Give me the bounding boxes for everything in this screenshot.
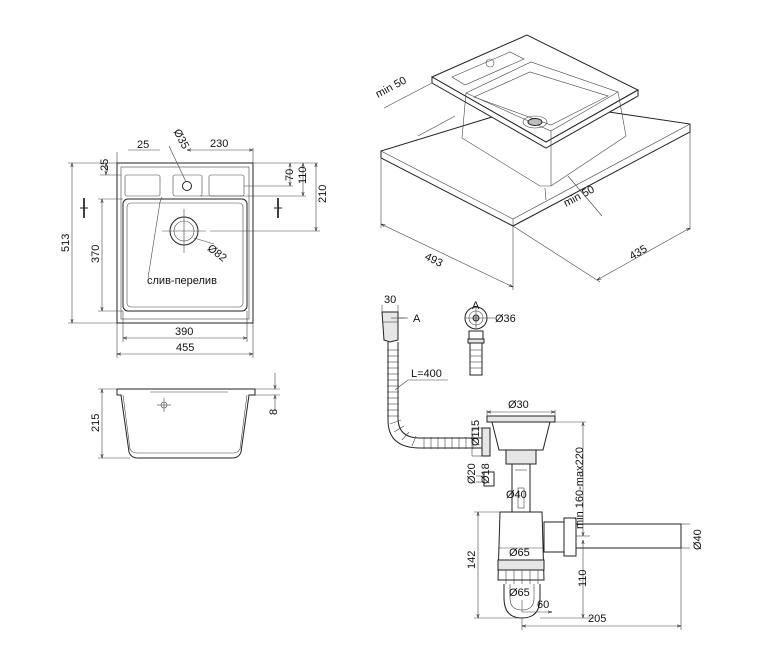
dim-205: 205 [588, 613, 606, 625]
dim-d20: Ø20 [466, 463, 478, 484]
dim-435: 435 [628, 243, 650, 263]
dim-455: 455 [176, 342, 194, 354]
sink-side-view: 215 8 [90, 373, 280, 459]
dim-d30: Ø30 [508, 399, 529, 411]
siphon-assembly: A 30 [381, 294, 704, 630]
detail-a-overflow: A Ø36 [464, 300, 516, 376]
dim-230: 230 [210, 138, 228, 150]
dim-370: 370 [90, 245, 102, 263]
tap-hole-icon [182, 181, 192, 191]
dim-70: 70 [284, 169, 296, 181]
dim-d40-inner: Ø40 [506, 489, 527, 501]
dim-d18: Ø18 [480, 463, 492, 484]
dim-d36: Ø36 [495, 313, 516, 325]
label-a: A [413, 313, 421, 325]
dim-8: 8 [268, 409, 280, 415]
dim-60: 60 [537, 599, 549, 611]
dim-d35: Ø35 [171, 127, 191, 151]
dim-30-top: 30 [384, 294, 396, 306]
dim-110: 110 [577, 569, 589, 587]
dim-210: 210 [317, 185, 329, 203]
dim-d40-outlet: Ø40 [692, 529, 704, 550]
dim-493: 493 [423, 251, 445, 270]
dim-110: 110 [297, 166, 309, 184]
min-50-top: min 50 [374, 75, 409, 101]
dim-25-left: 25 [137, 139, 149, 151]
label-a2: A [472, 300, 480, 312]
sink-isometric-view: min 50 min 50 493 435 [374, 34, 690, 290]
dim-d65-top: Ø65 [509, 547, 530, 559]
hose-length: L=400 [411, 368, 442, 380]
dim-d82: Ø82 [205, 242, 229, 264]
dim-d65-bottom: Ø65 [509, 587, 530, 599]
hose-ribs [387, 349, 474, 449]
tap-hole-icon-iso [485, 58, 495, 68]
dim-height-range: min 160-max220 [574, 447, 586, 529]
dim-513: 513 [60, 234, 72, 252]
dim-142: 142 [466, 551, 478, 569]
drain-overflow-label: слив-перелив [147, 275, 217, 287]
dim-d115: Ø115 [470, 420, 482, 446]
dim-390: 390 [175, 326, 193, 338]
sink-top-view [80, 162, 282, 324]
dim-215: 215 [90, 414, 102, 432]
dim-25-top: 25 [99, 159, 111, 171]
